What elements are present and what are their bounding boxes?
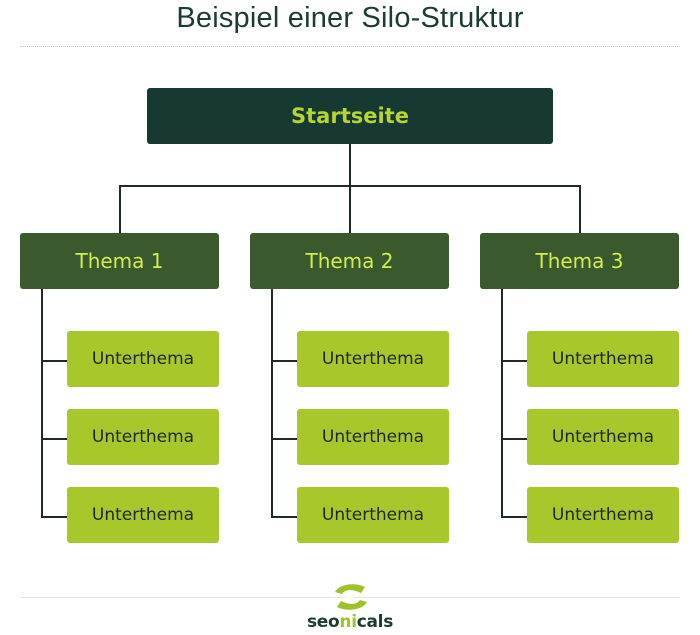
logo-prefix: seo [306, 612, 340, 632]
connector-branch [271, 360, 297, 362]
connector-branch [271, 438, 297, 440]
node-unterthema: Unterthema [297, 409, 449, 465]
logo-accent: ni [339, 612, 357, 632]
node-unterthema: Unterthema [297, 331, 449, 387]
connector-theme-2-vertical [271, 289, 273, 517]
connector-branch [41, 516, 67, 518]
node-startseite: Startseite [147, 88, 553, 144]
title-divider [20, 46, 680, 47]
connector-drop-1 [119, 185, 121, 233]
node-unterthema: Unterthema [527, 331, 679, 387]
connector-root-trunk [349, 144, 351, 186]
connector-branch [501, 360, 527, 362]
node-unterthema: Unterthema [67, 409, 219, 465]
seonicals-logo: seonicals [300, 580, 400, 635]
node-thema-1: Thema 1 [20, 233, 219, 289]
connector-branch [501, 438, 527, 440]
connector-branch [501, 516, 527, 518]
node-unterthema: Unterthema [67, 487, 219, 543]
node-thema-3: Thema 3 [480, 233, 679, 289]
node-unterthema: Unterthema [297, 487, 449, 543]
connector-drop-2 [349, 185, 351, 233]
logo-s-mark-icon [335, 584, 367, 610]
connector-branch [41, 360, 67, 362]
connector-branch [41, 438, 67, 440]
logo-wordmark: seonicals [300, 612, 400, 632]
connector-branch [271, 516, 297, 518]
node-thema-2: Thema 2 [250, 233, 449, 289]
node-unterthema: Unterthema [527, 487, 679, 543]
connector-theme-1-vertical [41, 289, 43, 517]
connector-drop-3 [579, 185, 581, 233]
node-unterthema: Unterthema [527, 409, 679, 465]
connector-theme-3-vertical [501, 289, 503, 517]
logo-suffix: cals [356, 612, 394, 632]
diagram-title: Beispiel einer Silo-Struktur [176, 2, 524, 34]
node-unterthema: Unterthema [67, 331, 219, 387]
